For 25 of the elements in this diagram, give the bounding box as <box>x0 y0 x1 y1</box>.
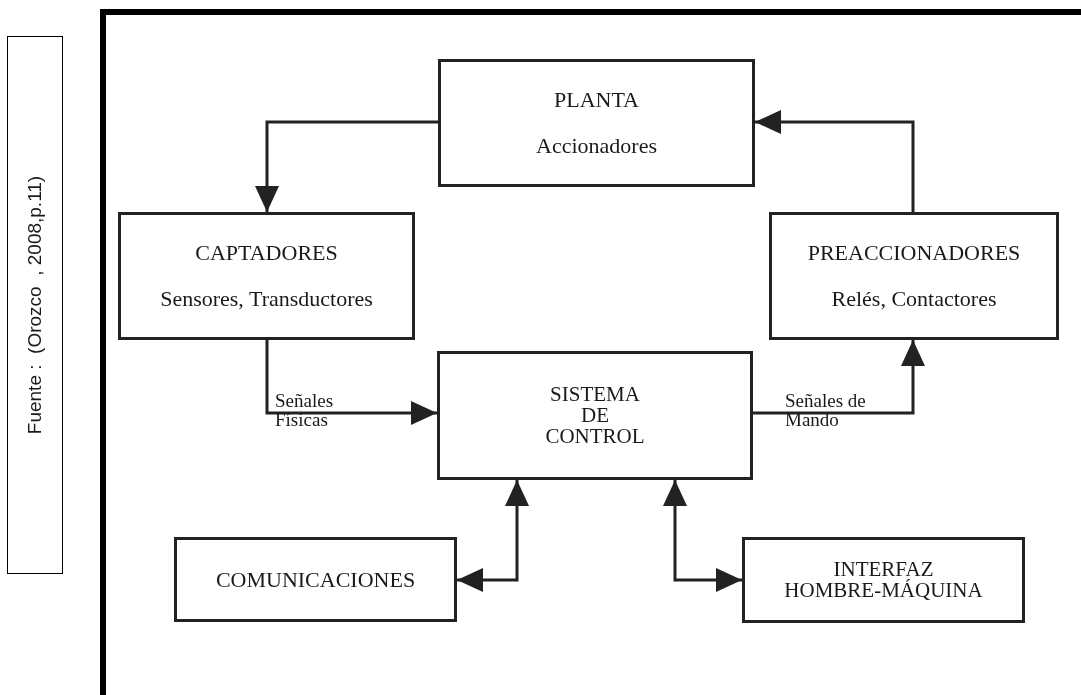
block-box <box>437 351 753 480</box>
source-note: Fuente : (Orozco , 2008,p.11) <box>24 175 46 435</box>
block-box <box>742 537 1025 623</box>
block-title: PLANTA <box>554 89 639 111</box>
block-title: CAPTADORES <box>195 242 338 264</box>
block-subtitle: Accionadores <box>536 135 657 157</box>
block-box <box>118 212 415 340</box>
block-title: PREACCIONADORES <box>807 242 1021 264</box>
arrow <box>265 340 437 425</box>
edge-label: Señales de Mando <box>785 391 867 429</box>
arrow <box>457 480 529 592</box>
arrow <box>663 480 742 592</box>
arrow <box>755 110 915 212</box>
block-box <box>174 537 457 622</box>
arrow <box>753 340 925 415</box>
block-title: INTERFAZ HOMBRE-MÁQUINA <box>783 559 984 601</box>
block-box <box>438 59 755 187</box>
block-box <box>769 212 1059 340</box>
source-note-box <box>7 36 63 574</box>
edge-label: Señales Físicas <box>275 391 335 429</box>
block-subtitle: Relés, Contactores <box>831 288 997 310</box>
block-title: COMUNICACIONES <box>215 568 416 591</box>
arrow <box>255 120 438 212</box>
block-subtitle: Sensores, Transductores <box>160 288 373 310</box>
block-title: SISTEMA DE CONTROL <box>544 384 646 447</box>
